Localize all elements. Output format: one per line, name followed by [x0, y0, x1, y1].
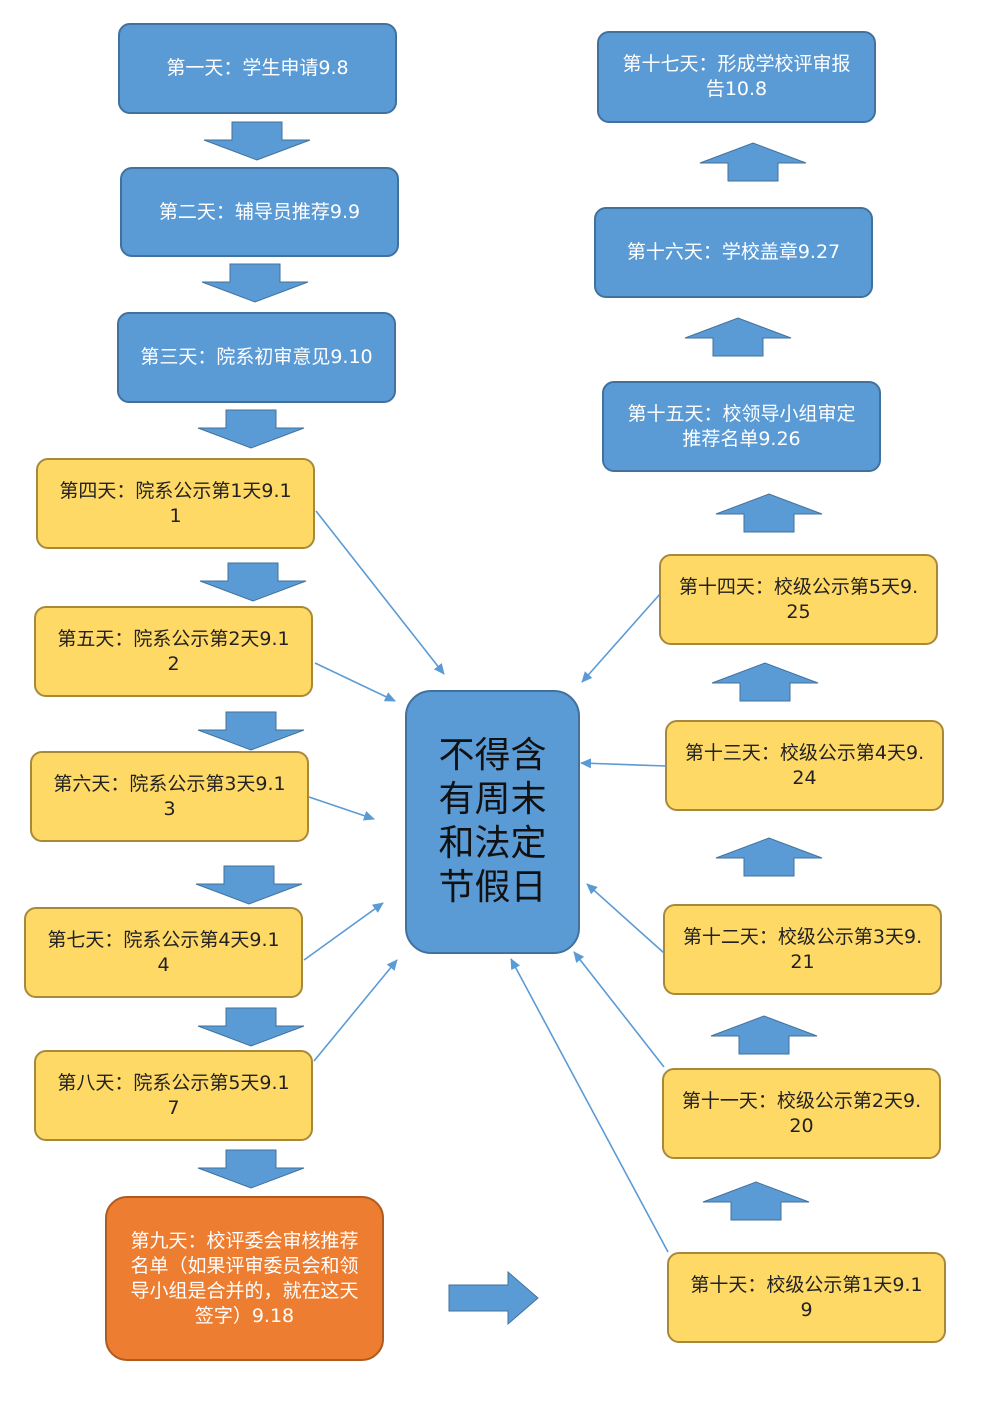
up-arrow-5	[715, 493, 823, 533]
step-day-7: 第七天：院系公示第4天9.14	[24, 907, 303, 998]
connector-day7	[303, 902, 384, 961]
down-arrow-7	[197, 1007, 305, 1047]
down-arrow-8	[197, 1149, 305, 1189]
step-day-9-label: 第九天：校评委会审核推荐名单（如果评审委员会和领导小组是合并的，就在这天签字）9…	[130, 1229, 359, 1327]
connector-day5	[314, 662, 396, 702]
up-arrow-7	[699, 142, 807, 182]
step-day-13-label: 第十三天：校级公示第4天9.24	[684, 741, 925, 789]
step-day-16-label: 第十六天：学校盖章9.27	[626, 241, 841, 263]
step-day-17-label: 第十七天：形成学校评审报告10.8	[622, 53, 851, 100]
step-day-5-label: 第五天：院系公示第2天9.12	[57, 627, 290, 675]
step-day-8: 第八天：院系公示第5天9.17	[34, 1050, 313, 1141]
connector-day6	[308, 796, 375, 821]
up-arrow-6	[684, 317, 792, 357]
down-arrow-4	[199, 562, 307, 602]
step-day-4-label: 第四天：院系公示第1天9.11	[59, 479, 292, 527]
step-day-13: 第十三天：校级公示第4天9.24	[665, 720, 944, 811]
step-day-1-label: 第一天：学生申请9.8	[166, 57, 349, 79]
step-day-8-label: 第八天：院系公示第5天9.17	[57, 1071, 290, 1119]
step-day-14: 第十四天：校级公示第5天9.25	[659, 554, 938, 645]
step-day-6-label: 第六天：院系公示第3天9.13	[53, 772, 286, 820]
connector-day12	[586, 883, 665, 954]
step-day-10-label: 第十天：校级公示第1天9.19	[690, 1273, 923, 1321]
step-day-9: 第九天：校评委会审核推荐名单（如果评审委员会和领导小组是合并的，就在这天签字）9…	[105, 1196, 384, 1361]
up-arrow-4	[711, 662, 819, 702]
connector-day4	[315, 510, 445, 675]
up-arrow-1	[702, 1181, 810, 1221]
step-day-7-label: 第七天：院系公示第4天9.14	[47, 928, 280, 976]
down-arrow-1	[203, 121, 311, 161]
down-arrow-2	[201, 263, 309, 303]
step-day-4: 第四天：院系公示第1天9.11	[36, 458, 315, 549]
step-day-10: 第十天：校级公示第1天9.19	[667, 1252, 946, 1343]
step-day-3: 第三天：院系初审意见9.10	[117, 312, 396, 403]
connector-day14	[581, 593, 661, 683]
connector-day8	[313, 959, 398, 1062]
connector-day10	[510, 958, 669, 1253]
up-arrow-2	[710, 1015, 818, 1055]
step-day-15: 第十五天：校领导小组审定推荐名单9.26	[602, 381, 881, 472]
step-day-12: 第十二天：校级公示第3天9.21	[663, 904, 942, 995]
right-arrow	[448, 1270, 539, 1326]
step-day-11-label: 第十一天：校级公示第2天9.20	[681, 1089, 922, 1137]
center-note-text: 不得含有周末和法定节假日	[438, 735, 547, 908]
down-arrow-6	[195, 865, 303, 905]
up-arrow-3	[715, 837, 823, 877]
step-day-2-label: 第二天：辅导员推荐9.9	[158, 200, 361, 223]
step-day-5: 第五天：院系公示第2天9.12	[34, 606, 313, 697]
step-day-15-label: 第十五天：校领导小组审定推荐名单9.26	[627, 402, 856, 450]
center-note: 不得含有周末和法定节假日	[405, 690, 580, 954]
step-day-6: 第六天：院系公示第3天9.13	[30, 751, 309, 842]
step-day-12-label: 第十二天：校级公示第3天9.21	[682, 925, 923, 973]
step-day-16: 第十六天：学校盖章9.27	[594, 207, 873, 298]
step-day-3-label: 第三天：院系初审意见9.10	[140, 346, 373, 368]
step-day-2: 第二天：辅导员推荐9.9	[120, 167, 399, 257]
step-day-1: 第一天：学生申请9.8	[118, 23, 397, 114]
down-arrow-5	[197, 711, 305, 751]
connector-day13	[580, 758, 667, 769]
step-day-11: 第十一天：校级公示第2天9.20	[662, 1068, 941, 1159]
step-day-17: 第十七天：形成学校评审报告10.8	[597, 31, 876, 123]
down-arrow-3	[197, 409, 305, 449]
step-day-14-label: 第十四天：校级公示第5天9.25	[678, 575, 919, 623]
connector-day11	[573, 951, 665, 1068]
